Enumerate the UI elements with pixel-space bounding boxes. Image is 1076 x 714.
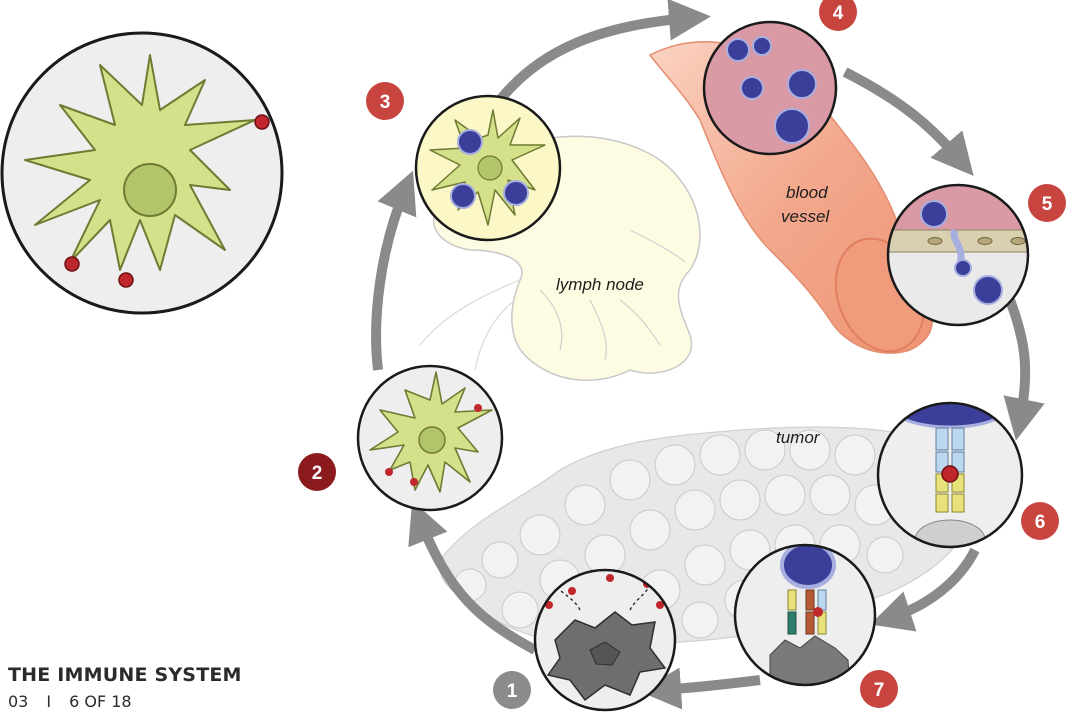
step-badge-6: 6: [1021, 502, 1059, 540]
document-title: THE IMMUNE SYSTEM: [8, 664, 242, 686]
separator: I: [46, 692, 52, 711]
page-footer: THE IMMUNE SYSTEM 03 I 6 OF 18: [8, 664, 242, 711]
panel-5-infiltration: [886, 183, 1030, 327]
arrow-5-to-6: [1003, 298, 1045, 441]
blood-vessel-label-line1: blood: [786, 183, 828, 202]
svg-text:5: 5: [1042, 194, 1053, 215]
panel-4-t-cell-circulation: [702, 20, 838, 156]
panel-7-killing: [733, 543, 877, 687]
arrow-1-to-2: [408, 500, 538, 655]
cycle-arrows: [371, 0, 1045, 710]
svg-text:3: 3: [380, 92, 391, 113]
panel-2-dendritic-cell: [356, 364, 504, 512]
large-dendritic-cell-panel: [0, 31, 284, 315]
svg-text:6: 6: [1035, 512, 1046, 533]
panel-6-recognition: [876, 401, 1024, 549]
page-indicator: 03 I 6 OF 18: [8, 692, 242, 711]
svg-text:1: 1: [507, 681, 518, 702]
step-badge-1: 1: [493, 671, 531, 709]
svg-text:2: 2: [312, 463, 323, 484]
svg-text:4: 4: [833, 3, 844, 24]
tumor-label: tumor: [776, 428, 821, 447]
step-badge-7: 7: [860, 670, 898, 708]
step-badge-5: 5: [1028, 184, 1066, 222]
svg-text:7: 7: [874, 680, 885, 701]
step-badge-4: 4: [819, 0, 857, 31]
arrow-7-to-1: [639, 667, 761, 710]
step-badge-3: 3: [366, 82, 404, 120]
arrow-3-to-4: [496, 0, 711, 104]
section-number: 03: [8, 692, 29, 711]
step-badge-2: 2: [298, 453, 336, 491]
lymph-node-label: lymph node: [556, 275, 644, 294]
arrow-4-to-5: [842, 67, 974, 176]
arrow-2-to-3: [371, 170, 417, 371]
panel-1-antigen-release: [533, 568, 677, 712]
page-count: 6 OF 18: [69, 692, 132, 711]
panel-3-lymph-node-activation: [414, 94, 562, 242]
arrow-6-to-7: [870, 547, 980, 632]
blood-vessel-label-line2: vessel: [781, 207, 830, 226]
